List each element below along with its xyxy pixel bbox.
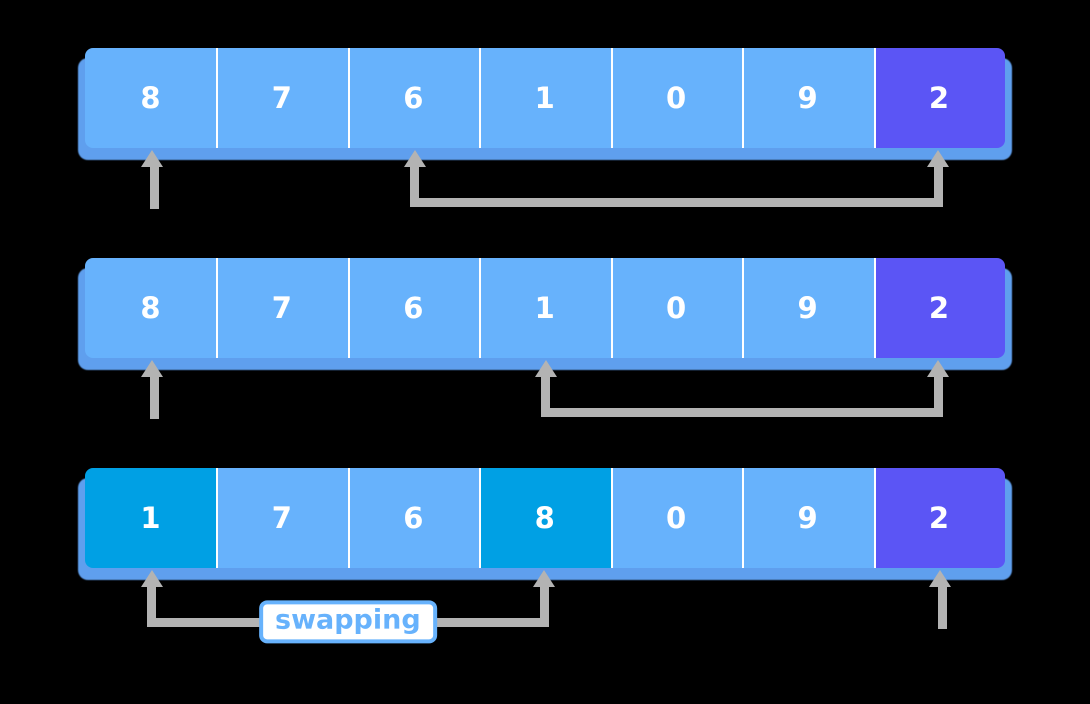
pointer-arrow-stem [539,585,549,627]
pointer-arrow-stem [149,375,159,419]
array-cell[interactable]: 9 [742,48,874,148]
array-cell[interactable]: 6 [347,468,480,568]
array-cell[interactable]: 9 [742,258,874,358]
connector-horizontal-bar [409,198,944,207]
array-cell[interactable]: 6 [347,258,480,358]
pointer-arrow-stem [938,585,948,629]
array-cell[interactable]: 2 [873,468,1005,568]
swapping-label: swapping [258,600,437,644]
pointer-arrow-stem [541,375,550,417]
array-cell[interactable]: 2 [873,48,1005,148]
array-cell[interactable]: 0 [610,468,743,568]
array-cell[interactable]: 1 [479,48,611,148]
array-cell[interactable]: 1 [85,468,217,568]
array-cell[interactable]: 8 [85,258,217,358]
pointer-arrow-stem [934,165,944,207]
array-cell[interactable]: 2 [873,258,1005,358]
array-cell[interactable]: 6 [347,48,480,148]
connector-horizontal-bar [541,408,944,417]
array-cell[interactable]: 0 [610,48,743,148]
array-cell[interactable]: 7 [216,48,348,148]
array-cell[interactable]: 1 [479,258,611,358]
pointer-arrow-stem [934,375,944,417]
array-cell[interactable]: 7 [216,258,348,358]
pointer-arrow-stem [409,165,419,207]
array-cell[interactable]: 8 [479,468,611,568]
pointer-arrow-stem [149,165,159,209]
array-cell[interactable]: 0 [610,258,743,358]
pointer-arrow-stem [146,585,156,627]
array-cell[interactable]: 8 [85,48,217,148]
array-cell[interactable]: 9 [742,468,874,568]
array-cell[interactable]: 7 [216,468,348,568]
